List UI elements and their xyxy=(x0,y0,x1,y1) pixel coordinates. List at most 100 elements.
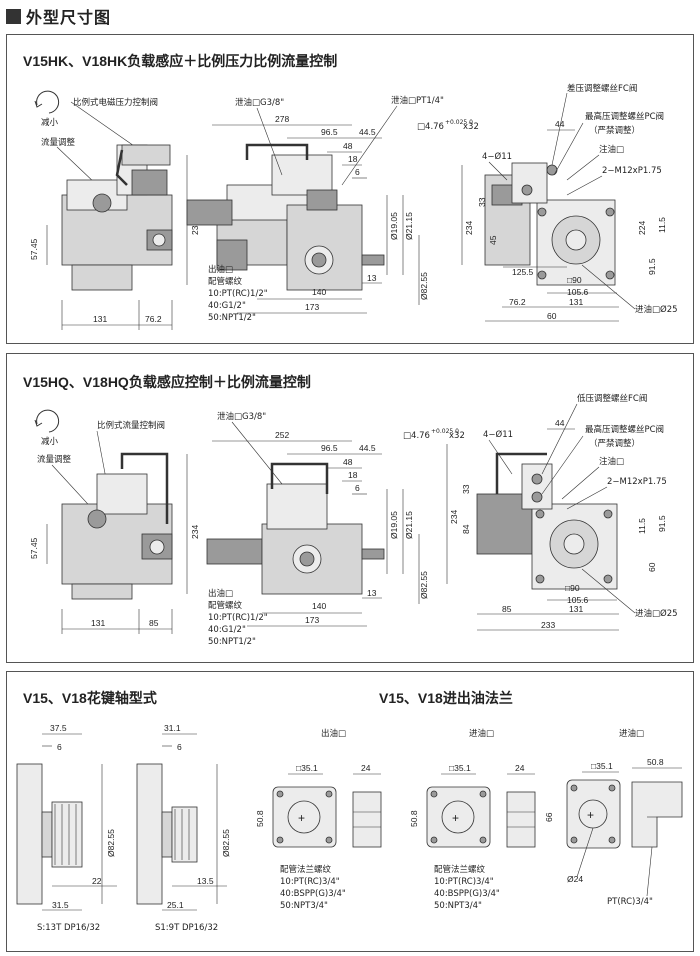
hk-drain-label: 泄油□G3/8" xyxy=(235,97,284,108)
hq-dim-33: 33 xyxy=(461,484,471,494)
hk-dim-278: 278 xyxy=(275,114,289,124)
hq-inlet-oil-label: 注油□ xyxy=(599,456,624,467)
hq-dim-252: 252 xyxy=(275,430,289,440)
hk-dim-57-45: 57.45 xyxy=(29,238,39,260)
f1-caption-2: 10:PT(RC)3/4" xyxy=(280,877,340,887)
hk-dim-105-6: 105.6 xyxy=(567,287,589,297)
f1-dim-50-8: 50.8 xyxy=(255,810,265,827)
hq-decrease-label: 减小 xyxy=(41,436,59,447)
hk-holes-label: 4−Ø11 xyxy=(482,151,512,162)
s2-caption: S1:9T DP16/32 xyxy=(155,923,218,933)
hq-prop-valve-label: 比例式流量控制阀 xyxy=(97,420,165,431)
panel-hq: V15HQ、V18HQ负载感应控制＋比例流量控制 减小 比例式流量控制阀 流量调… xyxy=(6,353,694,663)
f1-dim-35-1: □35.1 xyxy=(296,763,318,773)
hk-inlet-label: 进油□Ø25 xyxy=(635,304,678,315)
s2-dim-31-1: 31.1 xyxy=(164,723,181,733)
spline-shaft-13t xyxy=(16,763,83,905)
hq-dim-44-5: 44.5 xyxy=(359,443,376,453)
hq-dim-140: 140 xyxy=(312,601,326,611)
hq-drawing: 减小 比例式流量控制阀 流量调整 131 85 57.45 234 xyxy=(29,393,678,647)
hq-dim-234-rear: 234 xyxy=(449,510,459,524)
hq-thread-label: 2−M12xP1.75 xyxy=(607,477,667,487)
decrease-arrow-icon xyxy=(34,90,60,114)
f2-dim-50-8: 50.8 xyxy=(409,810,419,827)
f2-caption-2: 10:PT(RC)3/4" xyxy=(434,877,494,887)
page-header: 外型尺寸图 xyxy=(6,4,111,28)
hq-dim-82-55: Ø82.55 xyxy=(419,571,429,599)
hk-max-screw-label: 最高压调整螺丝PC阀 xyxy=(585,111,664,122)
hk-inlet-oil-label: 注油□ xyxy=(599,144,624,155)
hq-dim-173: 173 xyxy=(305,615,319,625)
flange-outlet: + xyxy=(272,786,337,848)
hq-dim-84: 84 xyxy=(461,524,471,534)
hq-dim-91-5: 91.5 xyxy=(657,515,667,532)
hk-dim-173: 173 xyxy=(305,302,319,312)
hq-dim-85-rear: 85 xyxy=(502,604,512,614)
hq-inlet-label: 进油□Ø25 xyxy=(635,608,678,619)
hk-outlet-10: 10:PT(RC)1/2" xyxy=(208,289,268,299)
f1-dim-24: 24 xyxy=(361,763,371,773)
hq-dim-85: 85 xyxy=(149,618,159,628)
s1-dim-6: 6 xyxy=(57,742,62,752)
f2-caption-1: 配管法兰螺纹 xyxy=(434,864,486,875)
flow-adjust-label: 流量调整 xyxy=(41,137,76,148)
hk-dim-82-55: Ø82.55 xyxy=(419,272,429,300)
hk-dim-44: 44 xyxy=(555,119,565,129)
hq-dim-48: 48 xyxy=(343,457,353,467)
flange-inlet-2: + xyxy=(566,779,621,849)
s1-dim-82-55: Ø82.55 xyxy=(106,829,116,857)
hq-dim-6: 6 xyxy=(355,483,360,493)
hk-dim-91-5: 11.5 xyxy=(657,217,667,233)
s1-caption: S:13T DP16/32 xyxy=(37,923,100,933)
hq-dim-11-5: 11.5 xyxy=(637,518,647,534)
panel-hk: V15HK、V18HK负载感应＋比例压力比例流量控制 减小 比例式电磁压力控制阀… xyxy=(6,34,694,344)
hq-key-tol: +0.025 0 xyxy=(431,428,459,435)
svg-text:+: + xyxy=(452,811,459,825)
hq-pump-side-view xyxy=(206,462,385,595)
hk-dim-76-2: 76.2 xyxy=(145,314,162,324)
hk-dim-224: 60 xyxy=(547,311,557,321)
hk-dim-6: 6 xyxy=(355,167,360,177)
hq-dim-234: 234 xyxy=(190,525,200,539)
hq-dim-131: 131 xyxy=(91,618,105,628)
f3-label: 进油□ xyxy=(619,728,644,739)
s2-dim-82-55: Ø82.55 xyxy=(221,829,231,857)
f3-pt-label: PT(RC)3/4" xyxy=(607,897,653,907)
f1-caption-1: 配管法兰螺纹 xyxy=(280,864,332,875)
hk-key-tol: +0.025 0 xyxy=(445,119,473,126)
hk-dim-96-5: 96.5 xyxy=(321,127,338,137)
hk-dim-11-5: 224 xyxy=(637,221,647,235)
hq-holes-label: 4−Ø11 xyxy=(483,429,513,440)
hk-dim-44-5: 44.5 xyxy=(359,127,376,137)
hk-dim-76-2-rear: 76.2 xyxy=(509,297,526,307)
hq-dim-19-05: Ø19.05 xyxy=(389,511,399,539)
panel-hq-title: V15HQ、V18HQ负载感应控制＋比例流量控制 xyxy=(23,374,311,390)
hk-diff-screw-label: 差压调整螺丝FC阀 xyxy=(567,83,637,94)
hk-dim-234-rear: 234 xyxy=(464,221,474,235)
hk-dim-48: 48 xyxy=(343,141,353,151)
f3-dim-50-8: 50.8 xyxy=(647,757,664,767)
f2-label: 进油□ xyxy=(469,728,494,739)
header-square-icon xyxy=(6,8,21,24)
hk-dim-234: 234 xyxy=(190,221,200,235)
flange-inlet: + xyxy=(426,786,491,848)
f1-caption-3: 40:BSPP(G)3/4" xyxy=(280,889,346,899)
hq-pump-front-view xyxy=(61,452,173,600)
hq-strict-label: （严禁调整） xyxy=(589,438,640,449)
f2-caption-3: 40:BSPP(G)3/4" xyxy=(434,889,500,899)
hk-outlet-50: 50:NPT1/2" xyxy=(208,313,256,323)
s2-dim-6: 6 xyxy=(177,742,182,752)
hk-dim-125-5: 125.5 xyxy=(512,267,534,277)
pump-front-view xyxy=(61,144,173,291)
hk-dim-140: 140 xyxy=(312,287,326,297)
hq-dim-96-5: 96.5 xyxy=(321,443,338,453)
svg-text:+: + xyxy=(587,808,594,822)
hk-outlet-thread: 配管螺纹 xyxy=(208,276,243,287)
hq-outlet-10: 10:PT(RC)1/2" xyxy=(208,613,268,623)
hk-dim-33: 33 xyxy=(477,197,487,207)
f2-caption-4: 50:NPT3/4" xyxy=(434,901,482,911)
hk-outlet-40: 40:G1/2" xyxy=(208,301,246,311)
hq-dim-13: 13 xyxy=(367,588,377,598)
panel-hk-title: V15HK、V18HK负载感应＋比例压力比例流量控制 xyxy=(23,53,338,69)
pump-side-view xyxy=(186,143,385,291)
